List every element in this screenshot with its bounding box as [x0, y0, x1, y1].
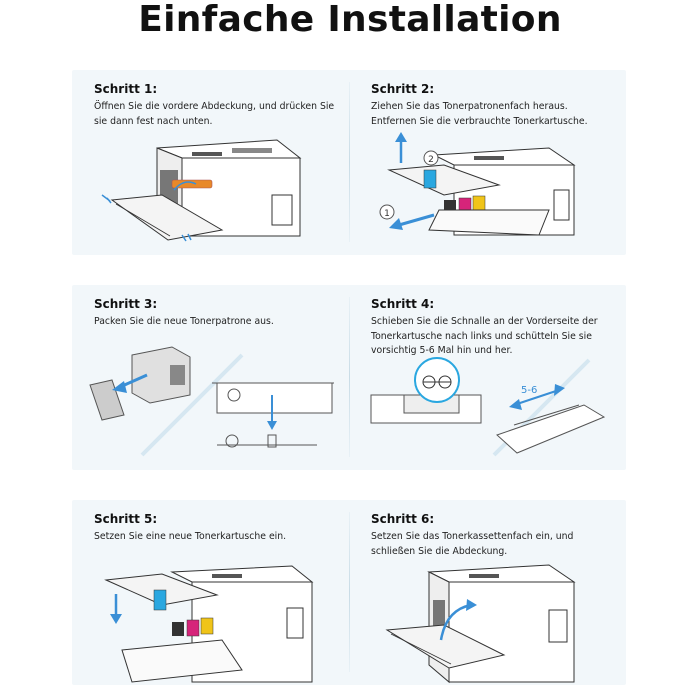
- step-1-panel: Schritt 1: Öffnen Sie die vordere Abdeck…: [72, 70, 349, 255]
- step-3-heading: Schritt 3:: [94, 297, 158, 311]
- step-5-panel: Schritt 5: Setzen Sie eine neue Tonerkar…: [72, 500, 349, 685]
- step-6-heading: Schritt 6:: [371, 512, 435, 526]
- step-1-heading: Schritt 1:: [94, 82, 158, 96]
- step-6-panel: Schritt 6: Setzen Sie das Tonerkassetten…: [349, 500, 626, 685]
- printer-illustration: [104, 565, 314, 683]
- printer-illustration: 2 1: [379, 132, 576, 236]
- divider: [349, 297, 350, 457]
- step-3-panel: Schritt 3: Packen Sie die neue Tonerpatr…: [72, 285, 349, 470]
- step-6-text: Setzen Sie das Tonerkassettenfach ein, u…: [371, 531, 574, 557]
- step-number-1: 1: [384, 209, 390, 219]
- step-1-text: Öffnen Sie die vordere Abdeckung, und dr…: [94, 101, 335, 127]
- divider: [349, 82, 350, 242]
- toner-cartridge-illustration: 5-6: [370, 357, 606, 457]
- toner-cartridge-illustration: [89, 346, 334, 457]
- step-5-text: Setzen Sie eine neue Tonerkartusche ein.: [94, 531, 287, 542]
- step-4-panel: Schritt 4: Schieben Sie die Schnalle an …: [349, 285, 626, 470]
- step-3-text: Packen Sie die neue Tonerpatrone aus.: [94, 316, 274, 327]
- page-title: Einfache Installation: [138, 0, 562, 40]
- step-number-2: 2: [428, 155, 434, 165]
- step-2-panel: Schritt 2: Ziehen Sie das Tonerpatronenf…: [349, 70, 626, 255]
- shake-count-label: 5-6: [521, 385, 537, 396]
- step-4-text: Schieben Sie die Schnalle an der Vorders…: [371, 316, 598, 356]
- step-4-heading: Schritt 4:: [371, 297, 435, 311]
- divider: [349, 512, 350, 672]
- printer-illustration: [101, 139, 302, 242]
- step-2-heading: Schritt 2:: [371, 82, 435, 96]
- step-5-heading: Schritt 5:: [94, 512, 158, 526]
- step-2-text: Ziehen Sie das Tonerpatronenfach heraus.…: [371, 101, 588, 127]
- printer-illustration: [385, 564, 576, 684]
